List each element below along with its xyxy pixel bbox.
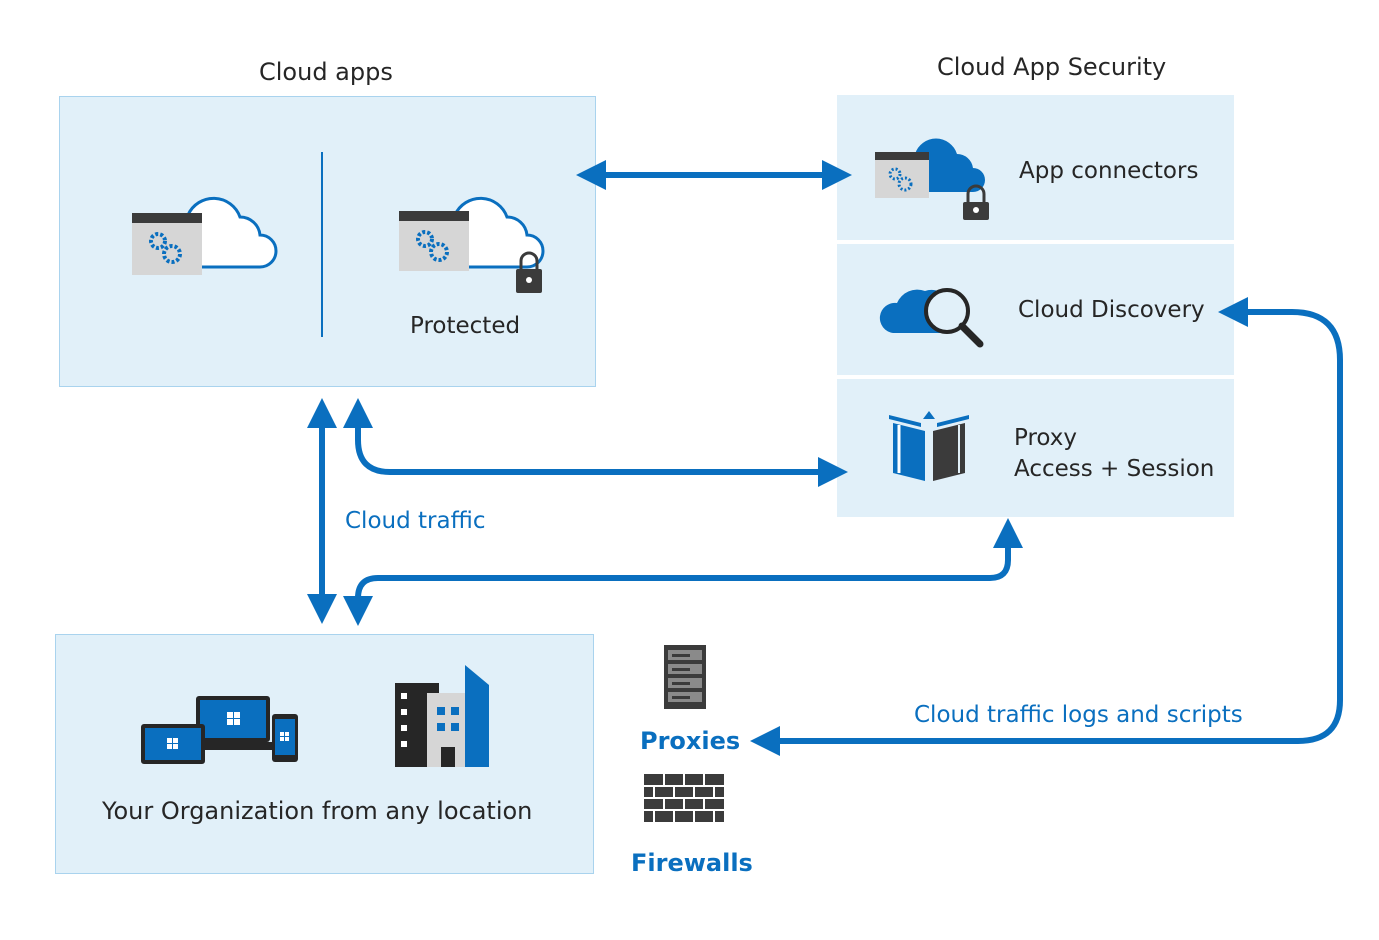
building-icon: [395, 665, 489, 767]
gift-box-icon: [889, 411, 969, 481]
cloud-app-security-title: Cloud App Security: [937, 53, 1167, 81]
brick-wall-icon: [644, 774, 724, 822]
arrow-cloudapps-proxy: [343, 398, 848, 487]
proxies-label: Proxies: [640, 727, 741, 755]
app-connectors-label: App connectors: [1019, 158, 1199, 184]
cloud-apps-title: Cloud apps: [259, 58, 393, 86]
cloud-search-icon: [879, 288, 984, 348]
server-rack-icon: [664, 645, 706, 709]
cloud-apps-divider: [321, 152, 323, 337]
organization-panel: [55, 634, 594, 874]
arrow-logs-loop: [750, 297, 1343, 756]
arrow-org-proxy: [343, 518, 1023, 626]
firewalls-label: Firewalls: [631, 849, 753, 877]
locked-cloud-app-icon: [399, 196, 545, 293]
protected-label: Protected: [410, 313, 521, 339]
organization-label: Your Organization from any location: [102, 797, 533, 825]
app-connector-icon: [875, 138, 989, 220]
cloud-app-icon: [132, 196, 278, 275]
devices-icon: [141, 696, 298, 764]
